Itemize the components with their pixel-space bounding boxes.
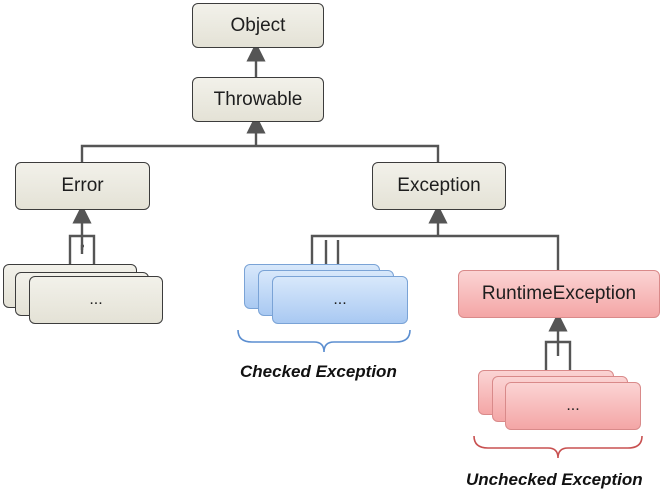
checked-exception-caption: Checked Exception: [240, 362, 397, 381]
runtime-exception-label: RuntimeException: [481, 283, 637, 304]
unchecked-brace: [473, 435, 643, 459]
checked-stack-label: ...: [333, 291, 347, 308]
throwable-node: Throwable: [192, 77, 324, 122]
unchecked-stack-front: ...: [505, 382, 641, 430]
error-stack-label: ...: [89, 291, 103, 308]
edge-children-throwable: [80, 144, 440, 162]
checked-stack-front: ...: [272, 276, 408, 324]
runtime-exception-node: RuntimeException: [458, 270, 660, 318]
object-label: Object: [230, 14, 286, 36]
error-label: Error: [61, 175, 104, 196]
error-node: Error: [15, 162, 150, 210]
error-stack-front: ...: [29, 276, 163, 324]
unchecked-stack-label: ...: [566, 397, 580, 414]
exception-node: Exception: [372, 162, 506, 210]
object-node: Object: [192, 3, 324, 48]
exception-label: Exception: [397, 175, 481, 196]
unchecked-exception-caption: Unchecked Exception: [466, 470, 643, 489]
checked-brace: [237, 329, 411, 353]
throwable-label: Throwable: [213, 88, 303, 110]
